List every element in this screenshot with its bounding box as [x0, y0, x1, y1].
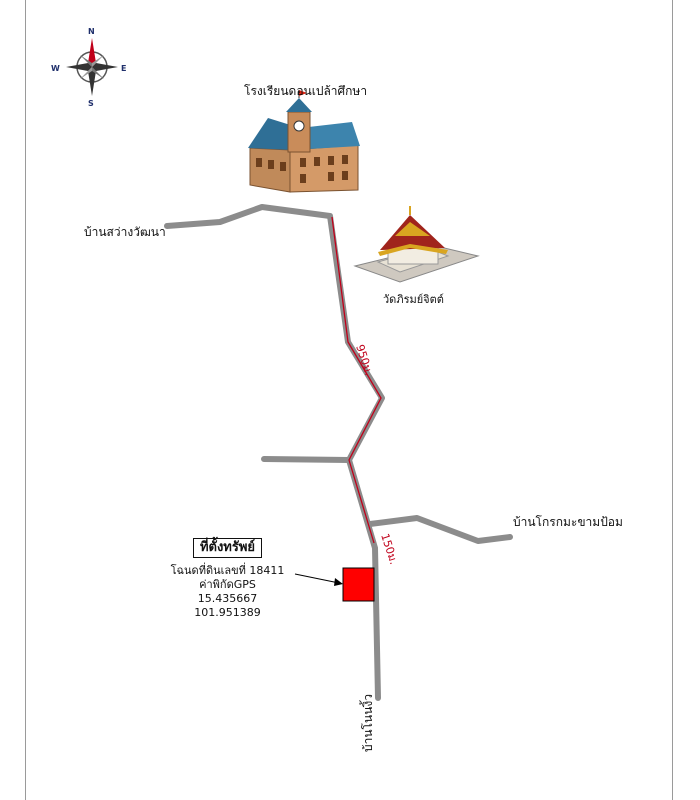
compass-w: W: [51, 64, 60, 73]
property-pointer-arrow: [294, 573, 340, 584]
label-village-west: บ้านสว่างวัฒนา: [84, 225, 166, 239]
compass-n: N: [88, 27, 95, 36]
property-info-box: ที่ตั้งทรัพย์ โฉนดที่ดินเลขที่ 18411 ค่า…: [165, 538, 290, 620]
temple-icon: [353, 206, 480, 283]
road-west: [164, 204, 385, 701]
road-branch-west: [261, 456, 352, 463]
label-village-south: บ้านโนนงิ้ว: [359, 694, 375, 752]
label-school: โรงเรียนดอนเปล้าศึกษา: [244, 84, 367, 98]
property-deed: โฉนดที่ดินเลขที่ 18411: [170, 564, 285, 577]
compass-e: E: [121, 64, 126, 73]
school-building-icon: [248, 90, 360, 193]
map-frame: [25, 0, 673, 800]
compass-s: S: [88, 99, 94, 108]
distance-lower: 150ม.: [378, 532, 400, 566]
property-lat: 15.435667: [197, 592, 258, 605]
property-marker: [342, 567, 375, 602]
label-temple: วัดภิรมย์จิตต์: [383, 293, 444, 306]
road-east: [367, 515, 513, 544]
property-lon: 101.951389: [194, 606, 261, 619]
property-pointer-arrowhead: [334, 578, 343, 586]
property-title: ที่ตั้งทรัพย์: [192, 538, 263, 558]
route-line: [331, 216, 382, 544]
property-gps-label: ค่าพิกัดGPS: [199, 578, 256, 591]
road-network: [164, 204, 513, 701]
compass-rose-icon: N S E W: [51, 27, 126, 108]
label-village-east: บ้านโกรกมะขามป้อม: [513, 515, 623, 529]
